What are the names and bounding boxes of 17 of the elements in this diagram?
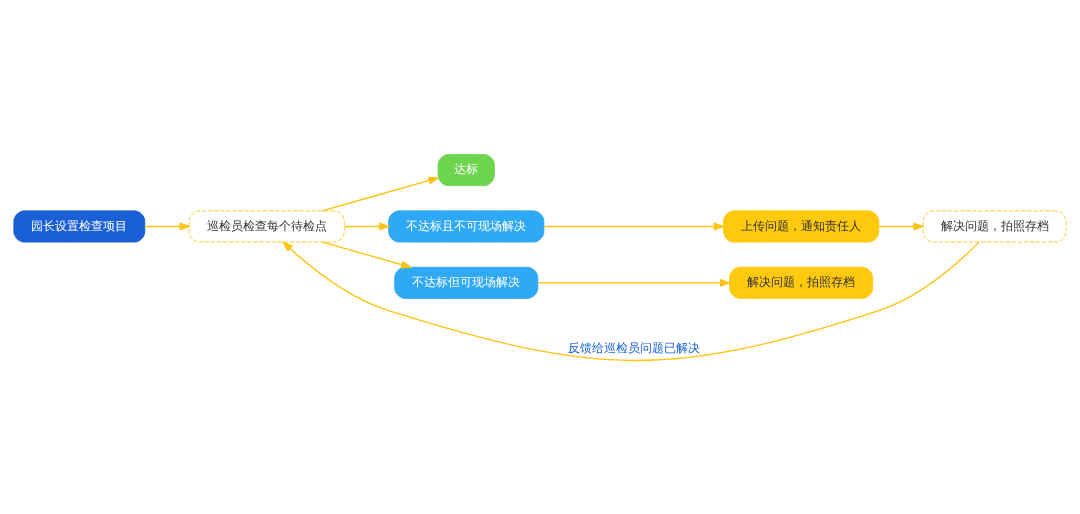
arrow bbox=[281, 240, 980, 361]
arrow bbox=[878, 221, 925, 230]
arrow bbox=[537, 278, 732, 287]
arrow bbox=[543, 221, 726, 230]
node-box: 不达标但可现场解决 bbox=[394, 266, 539, 299]
arrow bbox=[144, 221, 192, 230]
node-box: 解决问题，拍照存档 bbox=[922, 209, 1067, 243]
edge-label: 反馈给巡检员问题已解决 bbox=[567, 340, 700, 355]
node-box: 达标 bbox=[437, 153, 495, 186]
node-box: 园长设置检查项目 bbox=[13, 209, 146, 243]
node-box: 不达标且不可现场解决 bbox=[388, 209, 545, 243]
node-box: 上传问题，通知责任人 bbox=[723, 209, 880, 243]
arrow bbox=[321, 240, 413, 268]
node-box: 巡检员检查每个待检点 bbox=[188, 209, 345, 243]
arrow bbox=[321, 176, 440, 212]
arrow bbox=[343, 221, 391, 230]
node-box: 解决问题，拍照存档 bbox=[729, 266, 874, 299]
